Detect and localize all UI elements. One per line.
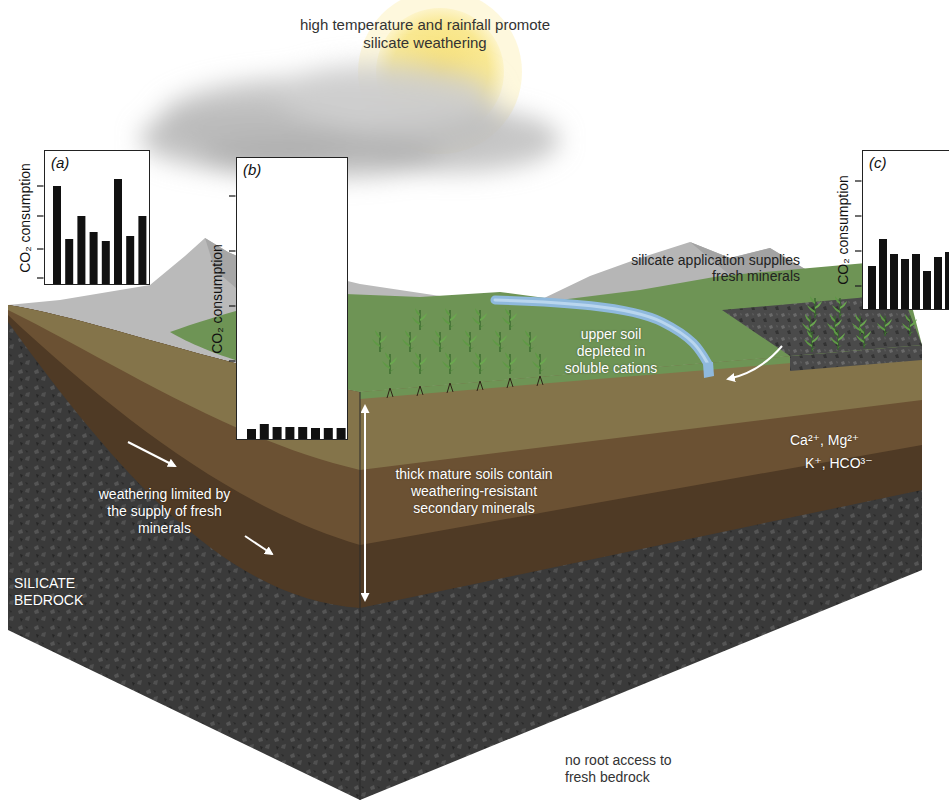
bar	[260, 424, 269, 439]
weathering-arrow	[128, 442, 175, 466]
tick	[855, 285, 862, 286]
axis-ticks	[237, 158, 347, 439]
bar	[53, 186, 61, 284]
panel-letter: (c)	[869, 154, 887, 171]
bar	[77, 216, 85, 284]
tick	[855, 250, 862, 251]
block-edge	[360, 392, 361, 800]
bar	[298, 427, 307, 439]
tick	[37, 215, 44, 216]
bar	[324, 428, 333, 439]
bar	[934, 257, 942, 309]
annotation-text: Ca²⁺, Mg²⁺	[790, 432, 885, 449]
tick	[37, 185, 44, 186]
bar	[912, 254, 920, 309]
annotation-text: SILICATE BEDROCK	[14, 575, 96, 609]
annotation-text: thick mature soils contain weathering-re…	[378, 466, 570, 516]
bar	[901, 259, 909, 309]
bar	[285, 427, 294, 439]
climate-note: high temperature and rainfall promote si…	[290, 16, 560, 52]
bar	[879, 239, 887, 309]
tick	[229, 360, 236, 361]
bar	[337, 428, 346, 439]
bar-chart	[863, 151, 949, 309]
ion-label: K⁺, HCO³⁻	[805, 455, 915, 472]
soil-note: upper soil depleted in soluble cations	[555, 326, 667, 376]
tick	[855, 180, 862, 181]
soil-depth-arrow	[364, 406, 366, 600]
ion-label: Ca²⁺, Mg²⁺	[790, 432, 885, 449]
bar	[273, 427, 282, 439]
bar	[311, 428, 320, 439]
plant-roots	[387, 376, 543, 398]
axis-label: CO₂ consumption	[17, 163, 33, 273]
panel-letter: (b)	[243, 161, 261, 178]
annotation-text: weathering limited by the supply of fres…	[92, 486, 237, 536]
bar	[114, 179, 122, 284]
axis-ticks	[863, 151, 949, 309]
tick	[229, 250, 236, 251]
chart-panel: (a)CO₂ consumption	[44, 150, 150, 285]
chart-panel: (b)CO₂ consumption	[236, 157, 348, 440]
bar	[102, 241, 110, 284]
bedrock-label: SILICATE BEDROCK	[14, 575, 96, 609]
annotation-text: upper soil depleted in soluble cations	[555, 326, 667, 376]
axis-label: CO₂ consumption	[835, 175, 851, 285]
tick	[37, 277, 44, 278]
bar	[868, 266, 876, 309]
bar	[923, 271, 931, 309]
tick	[37, 248, 44, 249]
axis-label: CO₂ consumption	[209, 244, 225, 354]
rain-cloud	[140, 62, 560, 178]
root-note: no root access to fresh bedrock	[565, 752, 700, 786]
bar	[890, 254, 898, 309]
bar	[138, 216, 146, 284]
annotation-text: silicate application supplies fresh mine…	[628, 252, 800, 284]
leaching-arrow	[728, 346, 782, 379]
panel-letter: (a)	[51, 154, 69, 171]
tick	[229, 305, 236, 306]
annotation-text: high temperature and rainfall promote si…	[290, 16, 560, 52]
river-outflow	[703, 362, 714, 378]
process-note: weathering limited by the supply of fres…	[92, 486, 237, 536]
bar-chart	[237, 158, 347, 439]
bar	[90, 232, 98, 284]
tick	[855, 215, 862, 216]
chart-panel: (c)CO₂ consumption	[862, 150, 949, 310]
tick	[229, 195, 236, 196]
annotation-text: K⁺, HCO³⁻	[805, 455, 915, 472]
bar	[65, 239, 73, 284]
bar	[945, 252, 949, 309]
soil-note: thick mature soils contain weathering-re…	[378, 466, 570, 516]
bar	[126, 236, 134, 284]
weathering-arrow	[245, 536, 272, 554]
bar	[247, 429, 256, 439]
treatment-note: silicate application supplies fresh mine…	[628, 252, 800, 284]
annotation-text: no root access to fresh bedrock	[565, 752, 700, 786]
